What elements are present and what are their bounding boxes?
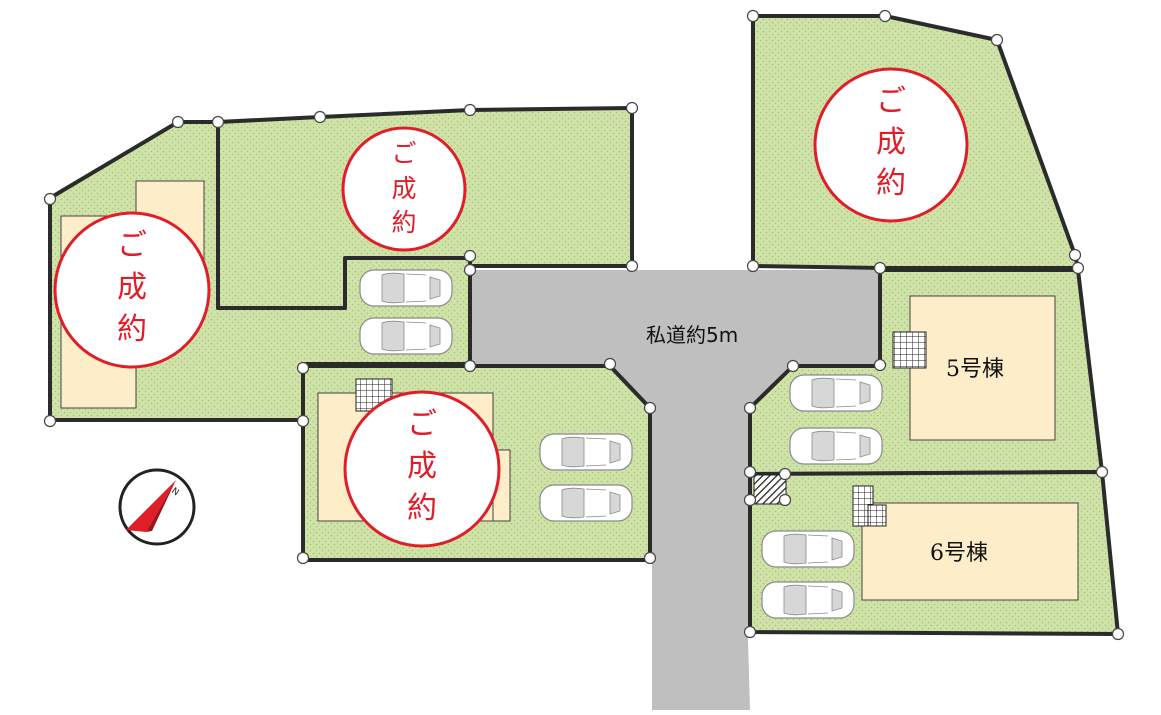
svg-text:成: 成 xyxy=(391,174,416,203)
car-icon xyxy=(359,269,453,307)
grid-box-5 xyxy=(892,331,927,369)
road-label: 私道約5m xyxy=(646,323,738,347)
svg-text:約: 約 xyxy=(391,208,416,237)
house-6-label: 6号棟 xyxy=(930,541,988,566)
svg-text:成: 成 xyxy=(876,125,906,160)
car-icon xyxy=(761,530,855,568)
svg-text:約: 約 xyxy=(876,166,906,201)
compass-icon: N xyxy=(118,468,196,546)
house-5-footprint xyxy=(909,295,1056,441)
car-icon xyxy=(539,433,633,471)
svg-text:約: 約 xyxy=(407,491,437,526)
house-5-label: 5号棟 xyxy=(946,357,1004,382)
sold-stamp-center: ご 成 約 xyxy=(343,390,501,548)
boundary-markers xyxy=(43,9,1125,641)
svg-text:ご: ご xyxy=(117,228,147,263)
grid-box-6b xyxy=(867,504,887,527)
house-6-footprint xyxy=(861,502,1079,601)
sold-stamp-top-middle: ご 成 約 xyxy=(341,126,467,252)
svg-text:約: 約 xyxy=(117,312,147,347)
car-icon xyxy=(359,317,453,355)
sold-stamp-left: ご 成 約 xyxy=(53,211,211,369)
car-icon xyxy=(539,484,633,522)
sold-stamp-top-right: ご 成 約 xyxy=(813,67,969,223)
svg-text:ご: ご xyxy=(876,84,906,119)
svg-text:ご: ご xyxy=(407,407,437,442)
car-icon xyxy=(789,427,883,465)
car-icon xyxy=(761,581,855,619)
svg-text:ご: ご xyxy=(391,139,416,168)
svg-text:成: 成 xyxy=(407,449,437,484)
car-icon xyxy=(789,374,883,412)
north-mark: N xyxy=(169,486,180,498)
svg-text:成: 成 xyxy=(117,270,147,305)
